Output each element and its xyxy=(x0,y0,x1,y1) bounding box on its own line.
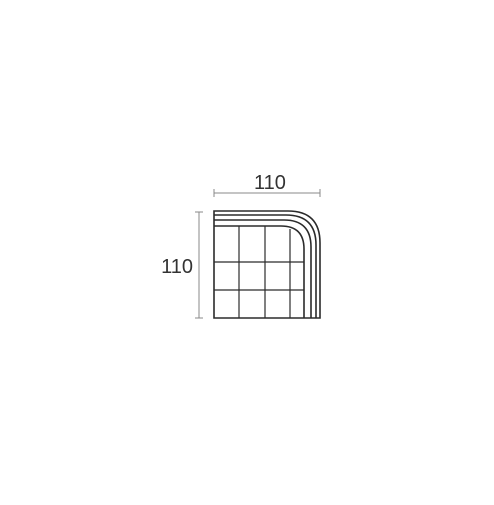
module-outer-outline xyxy=(213,210,321,319)
corner-module xyxy=(213,210,321,319)
width-dimension: 110 xyxy=(213,172,321,197)
backrest-middle-line xyxy=(214,219,312,318)
height-dimension-label: 110 xyxy=(161,256,193,278)
seat-inner-edge xyxy=(214,225,305,318)
height-dimension: 110 xyxy=(161,211,203,319)
backrest-outer-line xyxy=(214,214,317,318)
width-dimension-label: 110 xyxy=(254,172,286,194)
